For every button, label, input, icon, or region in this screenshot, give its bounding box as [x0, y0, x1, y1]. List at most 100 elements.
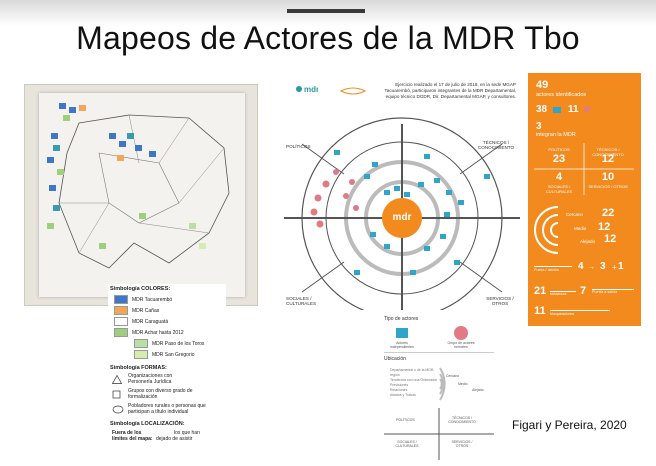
color-swatch	[134, 350, 148, 359]
sticky-note	[135, 145, 142, 151]
legend-color-item: MDR San Gregorio	[134, 350, 226, 359]
key-tipo-a: Actores independientes	[390, 341, 414, 349]
key-q-tl: POLÍTICOS	[396, 418, 415, 422]
legend-formas-heading: Simbología FORMAS:	[110, 365, 167, 371]
stat-pink-count: 11	[568, 104, 579, 115]
square-icon	[112, 390, 121, 398]
legend-color-item: MDR Paso de los Toros	[134, 339, 226, 348]
sticky-note	[117, 155, 124, 161]
diagram-caption: Ejercicio realizado el 17 de julio de 20…	[384, 82, 517, 99]
sticky-note	[189, 223, 196, 229]
sticky-note	[69, 107, 76, 113]
sticky-note	[47, 157, 54, 163]
key-ring-1: Cercano	[446, 374, 460, 378]
ring-value-3: 12	[604, 233, 617, 245]
color-swatch	[114, 317, 128, 326]
key-q-br: SERVICIOS / OTROS	[451, 440, 473, 448]
map-outline	[58, 114, 230, 269]
sticky-note	[51, 133, 58, 139]
key-quadrant-lines	[384, 408, 494, 460]
color-swatch	[134, 339, 148, 348]
row3-label: bloqueadores	[550, 310, 610, 316]
quadrant-sociales: SOCIALES / CULTURALES	[286, 296, 317, 306]
arrow-right-icon: →	[588, 264, 595, 271]
rings-arc-icon	[534, 206, 559, 254]
svg-text:mdr: mdr	[304, 85, 318, 94]
sticky-note	[53, 205, 60, 211]
row2-b: 7	[580, 285, 587, 297]
mdr-logo-icon: mdr	[296, 85, 319, 94]
color-swatch	[114, 295, 128, 304]
sticky-note	[199, 243, 206, 249]
row1-a: 4	[578, 261, 584, 272]
key-ubicacion-line: Tendencia con una Ordenador	[390, 378, 438, 382]
legend-forma-item: Grupos con diverso grado de formalizació…	[112, 388, 226, 400]
legend-forma-item: Organizaciones con Personería Jurídica	[112, 373, 226, 385]
legend-forma-label: Grupos con diverso grado de formalizació…	[128, 388, 193, 400]
slide-title: Mapeos de Actores de la MDR Tbo	[76, 20, 580, 56]
key-ubicacion-line: Previsiones	[390, 383, 409, 387]
blue-square-icon	[553, 107, 561, 113]
circle-icon	[454, 326, 468, 340]
diagram-key: Tipo de actores Actores independientes G…	[380, 312, 498, 462]
legend-localizacion-heading: Simbología LOCALIZACIÓN:	[110, 421, 185, 427]
grid-label-br: SERVICIOS / OTROS	[588, 184, 628, 189]
grid-value-bl: 4	[555, 171, 563, 183]
row3: 11	[534, 305, 546, 317]
row1-label: Fuera / dentro	[534, 266, 572, 272]
slide-credit: Figari y Pereira, 2020	[512, 418, 627, 432]
quadrant-politicos: POLÍTICOS	[286, 144, 311, 149]
grid-label-bl: SOCIALES / CULTURALES	[545, 184, 573, 194]
top-gradient	[0, 0, 656, 26]
map-sheet	[39, 93, 245, 297]
plus-icon: +	[612, 263, 617, 272]
stats-grid-lines	[534, 143, 634, 195]
ring-value-2: 12	[598, 221, 611, 233]
sticky-note	[63, 115, 70, 121]
legend-loc-2a: límites del mapa:	[112, 436, 153, 442]
legend-forma-label: Pobladores rurales o personas que partic…	[128, 403, 206, 415]
actor-map-diagram: mdr Ejercicio realizado el 17 de julio d…	[284, 74, 520, 310]
legend-forma-label: Organizaciones con Personería Jurídica	[128, 373, 173, 385]
sticky-note	[127, 133, 134, 139]
mgap-logo	[339, 84, 367, 96]
row1-c: 1	[618, 261, 624, 272]
sticky-note	[139, 213, 146, 219]
legend-loc-1a: Fuera de los	[112, 430, 142, 436]
legend-loc-1b: los que han	[174, 430, 200, 436]
legend-loc-2b: dejado de asistir	[156, 436, 193, 442]
quadrant-servicios: SERVICIOS / OTROS	[486, 296, 514, 306]
triangle-icon	[112, 374, 122, 384]
grid-label-tr: TÉCNICOS / CONOCIMIENTO	[592, 147, 624, 157]
stat-total: 49	[536, 79, 549, 91]
sticky-note	[57, 169, 64, 175]
legend-color-label: MDR Achar hasta 2012	[132, 329, 184, 336]
diagram-center-label: mdr	[392, 212, 412, 223]
legend-formas-list: Organizaciones con Personería Jurídica G…	[112, 373, 226, 415]
map-photo	[24, 84, 258, 306]
stat-total-label: actores identificados	[536, 92, 587, 98]
stat-blue-count: 38	[536, 104, 548, 115]
pink-circle-icon	[584, 106, 590, 112]
key-ring-3: Alejado	[472, 388, 484, 392]
sticky-note	[79, 105, 86, 111]
stats-panel: 49 actores identificados 38 11 3 integra…	[528, 73, 641, 326]
key-ring-2: Medio	[458, 382, 468, 386]
grid-value-tr: 12	[601, 153, 615, 165]
key-q-tr: TÉCNICOS / CONOCIMIENTO	[448, 416, 476, 424]
legend-color-label: MDR Cañas	[132, 307, 160, 314]
sticky-note	[99, 243, 106, 249]
sticky-note	[109, 133, 116, 139]
sticky-note	[53, 145, 60, 151]
key-rings-icon	[439, 367, 446, 401]
slide-handle[interactable]	[287, 9, 365, 13]
sticky-note	[149, 151, 156, 157]
color-swatch	[114, 328, 128, 337]
grid-label-tl: POLÍTICOS	[548, 147, 570, 152]
stat-mdr-count: 3	[536, 121, 542, 132]
row2-a: 21	[534, 285, 547, 297]
mgap-logo-icon	[339, 87, 367, 95]
row1-b: 3	[600, 261, 606, 272]
